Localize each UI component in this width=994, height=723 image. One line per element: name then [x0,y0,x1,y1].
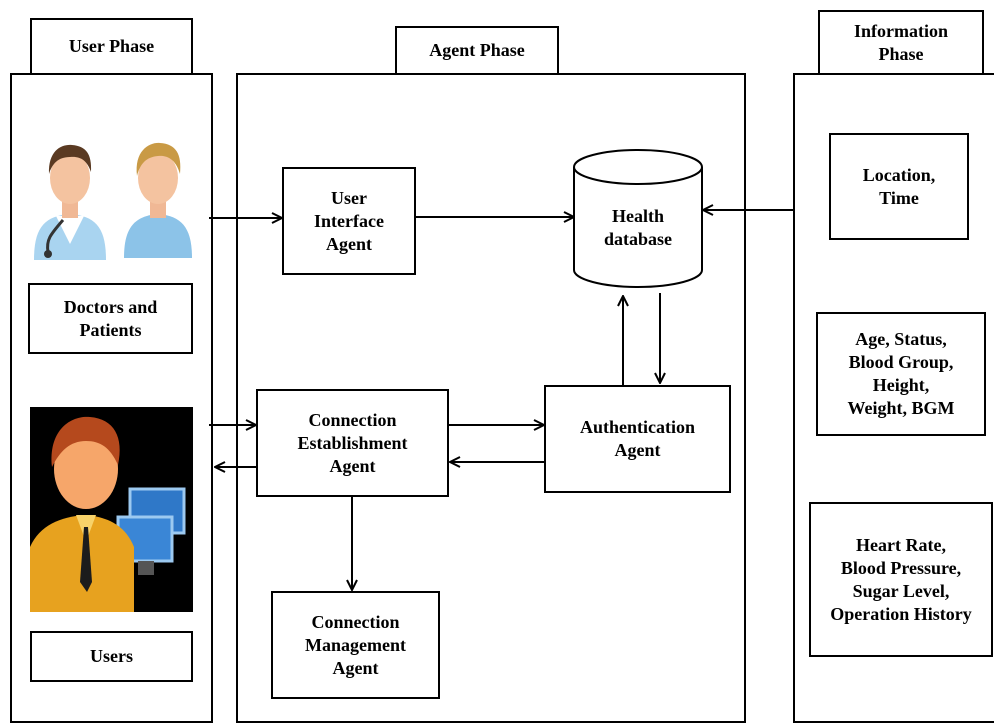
vitals-box: Heart Rate, Blood Pressure, Sugar Level,… [809,502,993,657]
user-with-computer-icon [30,407,193,612]
location-time-box: Location, Time [829,133,969,240]
agent-phase-header: Agent Phase [395,26,559,75]
users-label: Users [30,631,193,682]
information-phase-header: Information Phase [818,10,984,75]
connector-lines [209,149,793,707]
health-database-label: Health database [603,206,672,249]
health-database-cylinder [573,149,703,288]
connection-establishment-agent: Connection Establishment Agent [256,389,449,497]
doctor-avatar-icon [34,144,106,260]
authentication-agent: Authentication Agent [544,385,731,493]
personal-info-box: Age, Status, Blood Group, Height, Weight… [816,312,986,436]
user-interface-agent: User Interface Agent [282,167,416,275]
connection-management-agent: Connection Management Agent [271,591,440,699]
user-phase-header: User Phase [30,18,193,75]
doctors-patients-label: Doctors and Patients [28,283,193,354]
patient-avatar-icon [124,142,192,258]
